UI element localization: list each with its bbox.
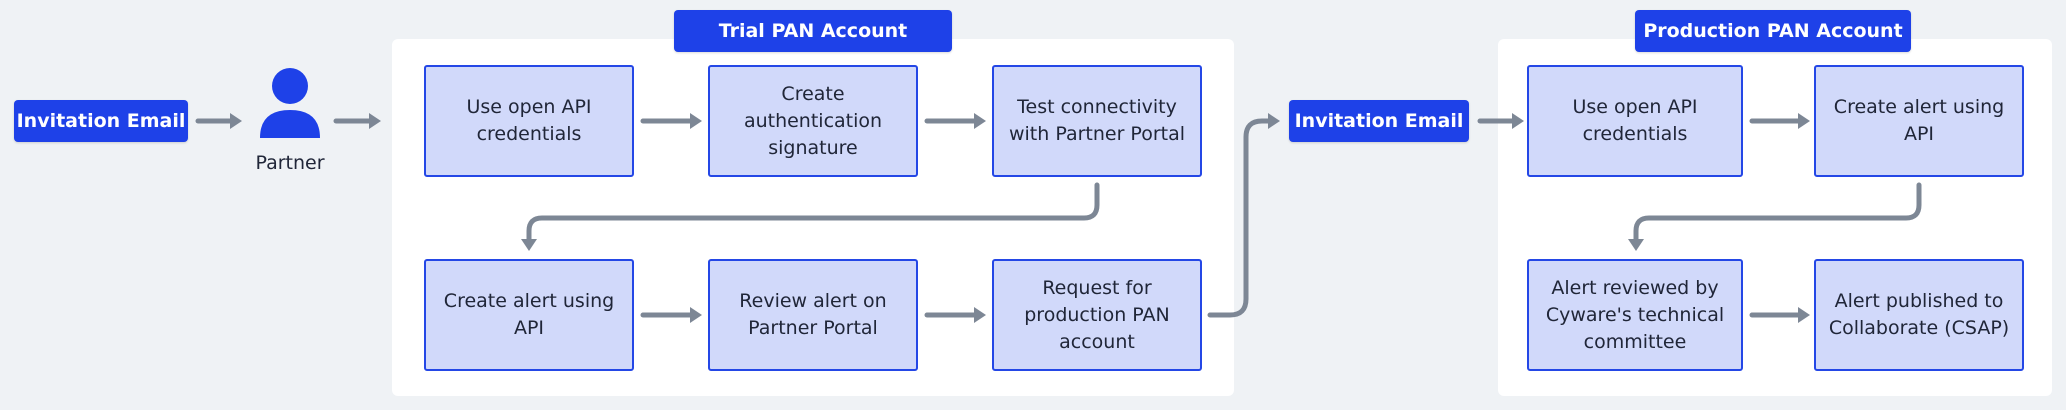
prod-step-use-credentials: Use open API credentials xyxy=(1527,65,1743,177)
trial-step-use-credentials: Use open API credentials xyxy=(424,65,634,177)
prod-step-create-alert: Create alert using API xyxy=(1814,65,2024,177)
trial-step-test-connectivity: Test connectivity with Partner Portal xyxy=(992,65,1202,177)
trial-step-review-alert: Review alert on Partner Portal xyxy=(708,259,918,371)
prod-step-alert-reviewed: Alert reviewed by Cyware's technical com… xyxy=(1527,259,1743,371)
trial-panel-title: Trial PAN Account xyxy=(674,10,952,52)
partner-label: Partner xyxy=(255,152,325,174)
trial-step-create-signature: Create authentication signature xyxy=(708,65,918,177)
trial-step-create-alert: Create alert using API xyxy=(424,259,634,371)
production-panel-title: Production PAN Account xyxy=(1635,10,1911,52)
trial-step-request-production: Request for production PAN account xyxy=(992,259,1202,371)
invitation-email-right: Invitation Email xyxy=(1289,100,1469,142)
partner-figure xyxy=(250,66,330,146)
prod-step-alert-published: Alert published to Collaborate (CSAP) xyxy=(1814,259,2024,371)
invitation-email-left: Invitation Email xyxy=(14,100,188,142)
person-icon xyxy=(260,68,320,138)
